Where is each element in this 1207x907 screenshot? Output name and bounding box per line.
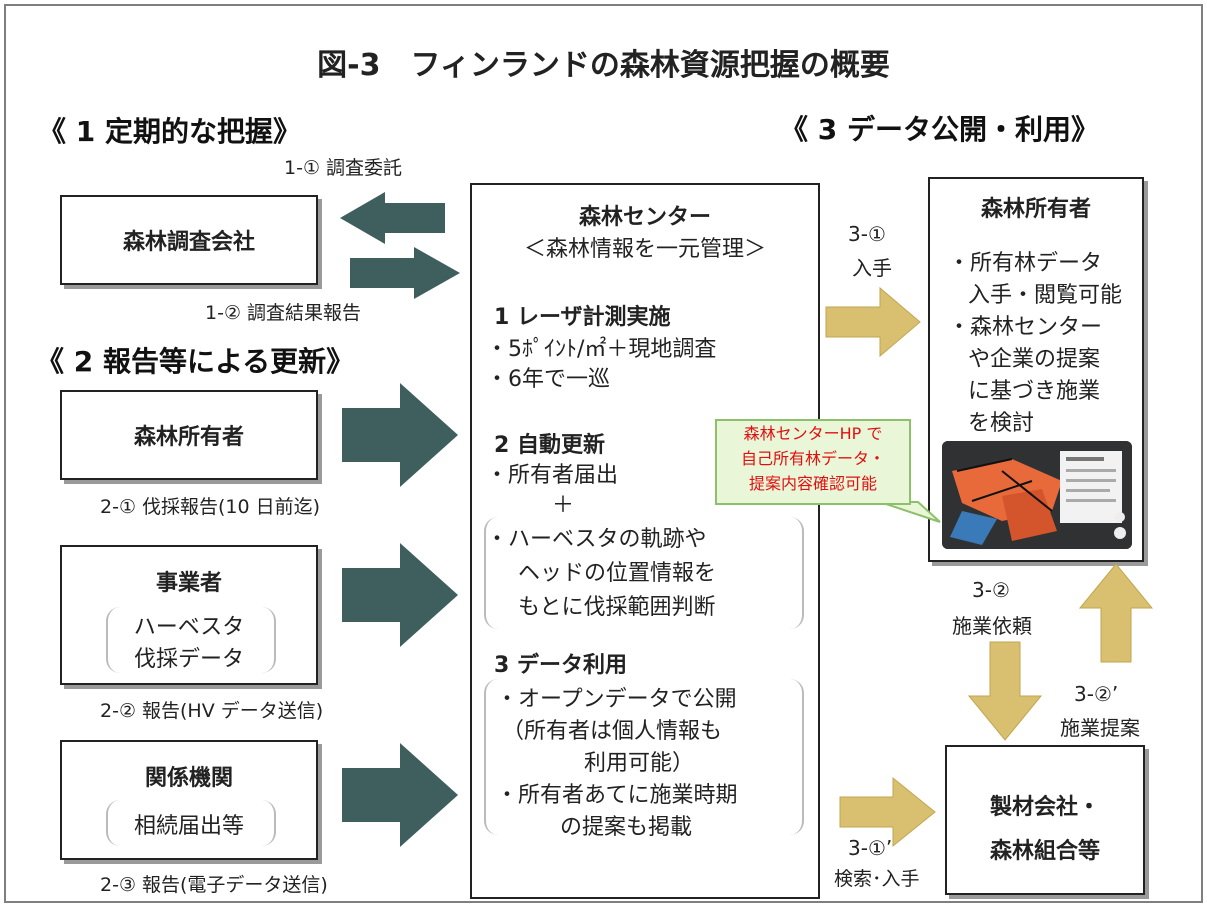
owner-right-line2: 入手・閲覧可能 [968,283,1123,308]
center-s3-bracket [484,679,804,835]
operator-title: 事業者 [155,571,222,596]
owner-left-label: 森林所有者 [133,425,244,450]
sawmill-box: 製材会社・ 森林組合等 [945,745,1145,895]
label-1-2: 1-② 調査結果報告 [205,302,362,324]
label-1-1: 1-① 調査委託 [284,157,403,179]
owner-right-line4: や企業の提案 [968,347,1101,372]
arrow-3-1p-search [839,776,936,848]
section-heading-data-use: 《 3 データ公開・利用》 [780,113,1099,146]
label-2-1: 2-① 伐採報告(10 日前迄) [100,496,321,518]
survey-company-label: 森林調査会社 [122,230,255,255]
owner-right-line3: ・森林センター [948,315,1103,340]
callout-box: 森林センターHP で 自己所有林データ・ 提案内容確認可能 [715,419,911,505]
operator-line2: 伐採データ [133,647,244,672]
arrow-3-2-request-down [967,641,1043,741]
owner-right-line1: ・所有林データ [948,251,1103,276]
center-s2-plus: ＋ [552,493,575,518]
operator-box: 事業者 ハーベスタ 伐採データ [60,545,318,685]
agency-title: 関係機関 [144,766,233,791]
center-s3-line5: の提案も掲載 [560,815,693,840]
center-s2-heading: 2 自動更新 [494,433,605,458]
center-s3-line3: 利用可能） [584,751,695,776]
forest-center-box: 森林センター ＜森林情報を一元管理＞ 1 レーザ計測実施 ・5ﾎﾟｲﾝﾄ/㎡＋現… [470,183,820,899]
center-s3-heading: 3 データ利用 [494,653,627,678]
label-3-1p-text: 検索･入手 [834,868,920,890]
callout-line1: 森林センターHP で [743,424,883,443]
arrow-3-1-obtain [825,286,921,358]
center-s1-line1: ・5ﾎﾟｲﾝﾄ/㎡＋現地調査 [486,337,717,362]
web-map-screenshot-image [942,441,1132,549]
owner-right-box: 森林所有者 ・所有林データ 入手・閲覧可能 ・森林センター や企業の提案 に基づ… [928,177,1144,562]
arrow-3-2p-proposal-up [1078,563,1154,663]
center-s3-line1: ・オープンデータで公開 [496,687,737,712]
arrow-agency-report [342,743,458,847]
operator-bracket [106,607,276,673]
figure-frame [4,4,1203,903]
owner-left-box: 森林所有者 [60,390,318,480]
operator-line1: ハーベスタ [133,615,245,640]
section-heading-regular: 《 1 定期的な把握》 [38,115,301,148]
callout-line3: 提案内容確認可能 [748,474,877,493]
owner-right-line5: に基づき施業 [968,379,1101,404]
section-heading-report-update: 《 2 報告等による更新》 [36,345,355,378]
center-s1-heading: 1 レーザ計測実施 [494,305,671,330]
label-3-2-text: 施業依頼 [952,614,1032,638]
agency-box: 関係機関 相続届出等 [60,740,318,860]
owner-right-title: 森林所有者 [980,197,1091,222]
arrow-owner-report [342,383,458,487]
arrow-report-right [350,247,460,299]
arrow-operator-report [342,543,458,647]
label-3-2p-text: 施業提案 [1060,716,1140,740]
center-s2-bracket [484,517,804,629]
center-s3-line4: ・所有者あてに施業時期 [496,783,738,808]
agency-bracket [106,800,276,846]
center-s2-line2: ・ハーベスタの軌跡や [486,527,707,552]
survey-company-box: 森林調査会社 [60,195,318,285]
center-subtitle: ＜森林情報を一元管理＞ [523,237,766,262]
center-title: 森林センター [578,205,711,230]
center-s3-line2: （所有者は個人情報も [502,719,723,744]
arrow-commission-left [340,192,445,244]
map-thumbnail-graphic [942,441,1132,549]
label-3-1p-number: 3-①’ [848,836,893,860]
center-s2-line4: もとに伐採範囲判断 [518,595,716,620]
owner-right-line6: を検討 [968,411,1035,436]
label-3-2p-number: 3-②’ [1074,682,1119,706]
figure-title: 図-3 フィンランドの森林資源把握の概要 [317,48,890,83]
sawmill-line1: 製材会社・ [989,795,1100,820]
agency-line1: 相続届出等 [133,814,244,839]
label-2-2: 2-② 報告(HV データ送信) [100,700,324,722]
center-s2-line3: ヘッドの位置情報を [518,561,717,586]
sawmill-line2: 森林組合等 [989,839,1100,864]
center-s2-line1: ・所有者届出 [486,463,619,488]
callout-line2: 自己所有林データ・ [740,449,885,468]
label-3-2-number: 3-② [972,578,1010,602]
label-3-1-number: 3-① [848,222,886,246]
label-3-1-text: 入手 [852,256,892,280]
label-2-3: 2-③ 報告(電子データ送信) [100,874,328,896]
center-s1-line2: ・6年で一巡 [486,367,610,392]
